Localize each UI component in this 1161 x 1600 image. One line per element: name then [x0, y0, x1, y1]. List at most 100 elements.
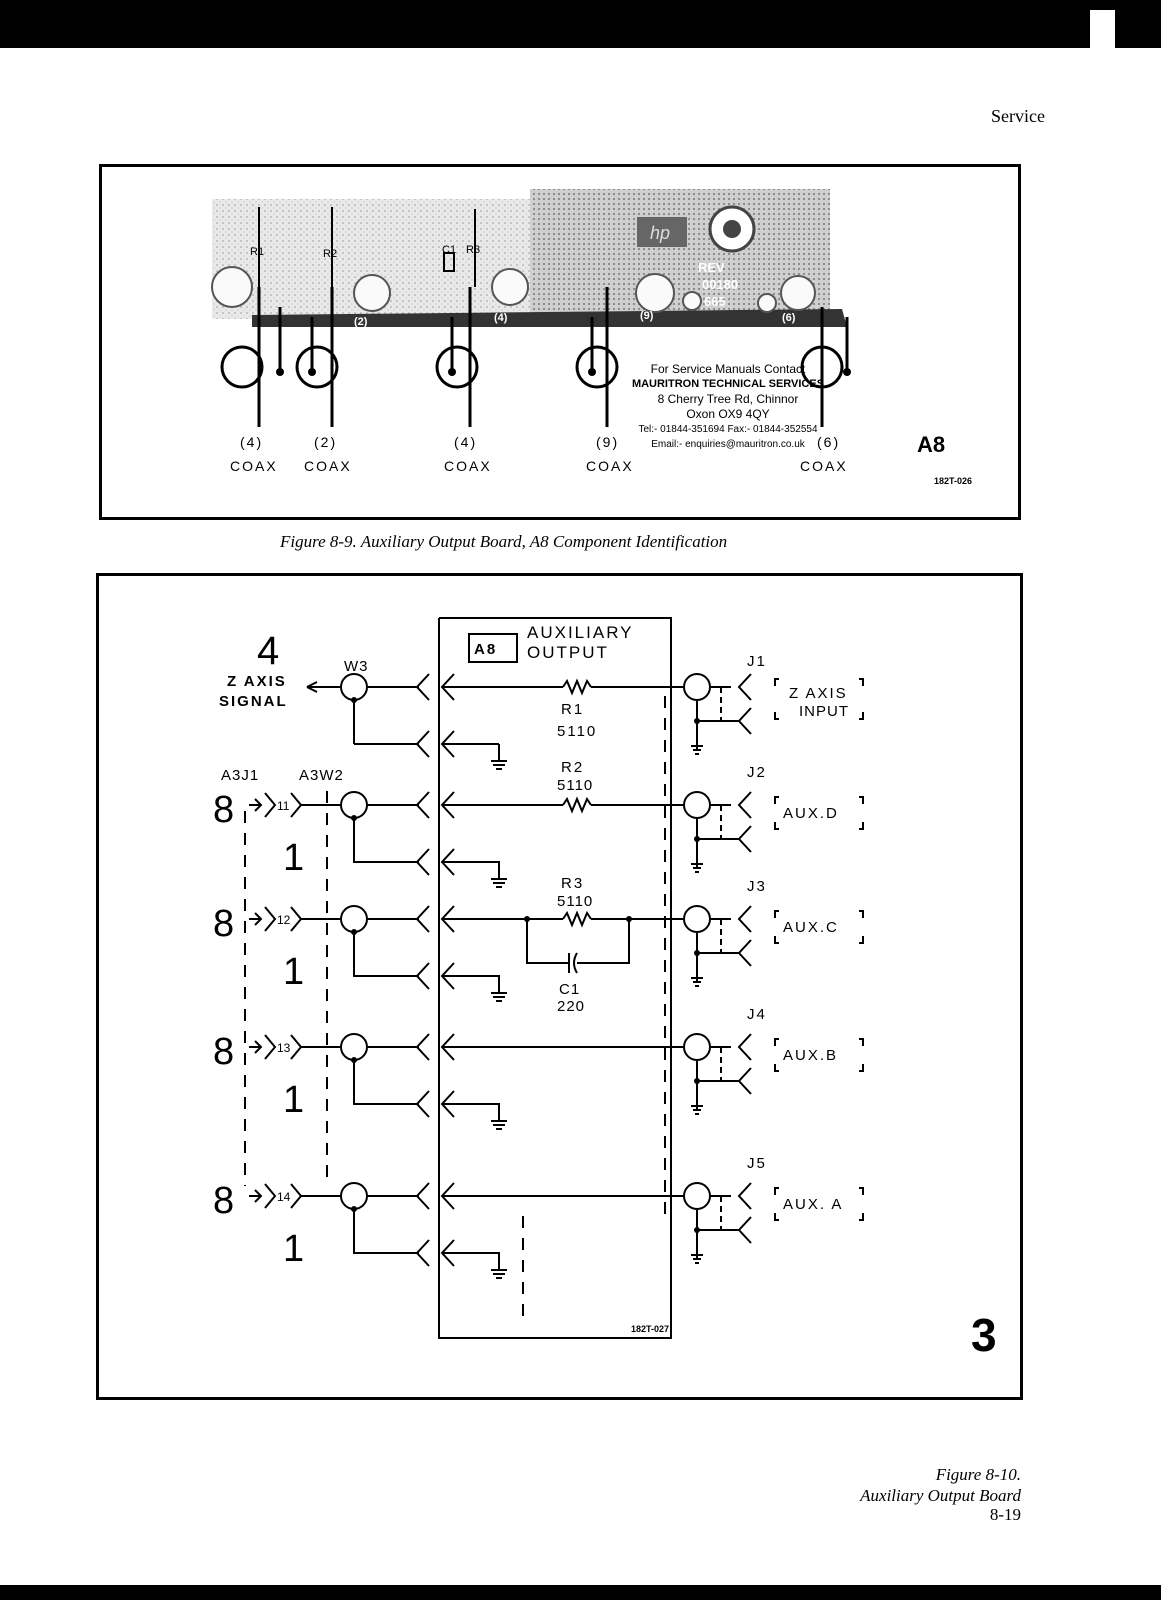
- caption-line: Figure 8-10.: [935, 1465, 1021, 1484]
- board-label: A8: [917, 432, 945, 457]
- figure-8-10-frame: A8 AUXILIARY OUTPUT 182T-027 3 4 W3 Z AX…: [96, 573, 1023, 1400]
- pad-circle: [635, 273, 675, 313]
- a3w2-label: A3W2: [299, 767, 344, 784]
- contact-stamp: For Service Manuals Contact MAURITRON TE…: [628, 362, 828, 452]
- c1-value: 220: [557, 998, 585, 1015]
- connector-number: (6): [817, 434, 840, 450]
- r3-value: 5110: [557, 893, 593, 910]
- board-photo: hp R1 R2 C1 R3 REV 00180 665 (2) (4) (9)…: [211, 189, 972, 486]
- schematic-big-number: 3: [971, 1309, 997, 1361]
- connector-number: (2): [314, 434, 337, 450]
- c1-ref: C1: [559, 981, 580, 998]
- pin-number: 13: [277, 1041, 291, 1055]
- aux-output-label: AUX.C: [783, 919, 839, 936]
- connector-type: COAX: [800, 458, 848, 474]
- pad-label: (6): [782, 312, 796, 324]
- coax-connectors: [220, 287, 849, 427]
- connector-type: COAX: [586, 458, 634, 474]
- aux-output-label: AUX. A: [783, 1196, 843, 1213]
- aux-row-wiring: [249, 1033, 864, 1130]
- c1-silk-label: C1: [442, 244, 456, 256]
- figure-code: 182T-026: [934, 476, 972, 486]
- figure-8-9-caption: Figure 8-9. Auxiliary Output Board, A8 C…: [280, 532, 728, 551]
- ground-trace: [252, 309, 847, 327]
- module-ref: A8: [474, 641, 497, 658]
- r2-value: 5110: [557, 777, 593, 794]
- rev-number-2: 665: [704, 294, 726, 309]
- caption-line: Auxiliary Output Board: [860, 1486, 1021, 1505]
- jack-label: J5: [747, 1155, 767, 1172]
- module-name-2: OUTPUT: [527, 643, 609, 662]
- figure-8-10-caption: Figure 8-10. Auxiliary Output Board: [860, 1464, 1021, 1506]
- rev-number-1: 00180: [702, 277, 738, 292]
- z-axis-input-1: Z AXIS: [789, 685, 848, 702]
- z-axis-label-1: Z AXIS: [227, 673, 287, 690]
- r3-silk-label: R3: [466, 244, 480, 256]
- schematic: A8 AUXILIARY OUTPUT 182T-027 3 4 W3 Z AX…: [213, 617, 997, 1361]
- r2-ref: R2: [561, 759, 584, 776]
- pad-circle: [491, 268, 529, 306]
- jack-label: J2: [747, 764, 767, 781]
- module-name-1: AUXILIARY: [527, 623, 634, 642]
- pin-marker: 8: [213, 789, 234, 831]
- board-area-right: [530, 189, 830, 319]
- stamp-line: 8 Cherry Tree Rd, Chinnor: [657, 392, 799, 406]
- rev-silk-label: REV: [698, 260, 725, 275]
- hp-logo-icon: hp: [650, 223, 670, 243]
- stamp-line: MAURITRON TECHNICAL SERVICES: [631, 378, 825, 390]
- r3-ref: R3: [561, 875, 584, 892]
- pin-marker: 8: [213, 1180, 234, 1222]
- connector-number: (4): [240, 434, 263, 450]
- r1-ref: R1: [561, 701, 584, 718]
- stamp-line: Tel:- 01844-351694 Fax:- 01844-352554: [638, 424, 818, 435]
- r1-silk-label: R1: [250, 246, 264, 258]
- component-bodies: [258, 207, 476, 287]
- z-axis-label-2: SIGNAL: [219, 693, 288, 710]
- pin-number: 12: [277, 913, 291, 927]
- connector-number: (9): [596, 434, 619, 450]
- stamp-line: For Service Manuals Contact: [650, 362, 806, 376]
- figure-8-9-frame: hp R1 R2 C1 R3 REV 00180 665 (2) (4) (9)…: [99, 164, 1021, 520]
- z-axis-input-2: INPUT: [799, 703, 849, 720]
- aux-row-wiring: [249, 1182, 864, 1279]
- pad-circle: [211, 266, 253, 308]
- w3-label: W3: [344, 658, 369, 675]
- sub-marker: 1: [283, 837, 304, 879]
- module-ref-box: [468, 633, 518, 663]
- pin-marker: 8: [213, 1031, 234, 1073]
- stamp-line: Oxon OX9 4QY: [686, 407, 770, 421]
- aux-output-label: AUX.D: [783, 805, 839, 822]
- j1-label: J1: [747, 653, 767, 670]
- pad-circle: [780, 275, 816, 311]
- z-axis-marker: 4: [257, 629, 279, 673]
- scan-bottom-border: [0, 1585, 1161, 1600]
- jack-label: J4: [747, 1006, 767, 1023]
- pin-number: 11: [277, 799, 290, 813]
- schematic-code: 182T-027: [631, 1324, 669, 1334]
- stamp-line: Email:- enquiries@mauritron.co.uk: [651, 439, 805, 450]
- pad-label: (4): [494, 312, 508, 324]
- pin-number: 14: [277, 1190, 291, 1204]
- pad-label: (2): [354, 316, 368, 328]
- scan-top-notch: [1090, 10, 1115, 50]
- r2-silk-label: R2: [323, 248, 337, 260]
- connector-type: COAX: [444, 458, 492, 474]
- aux-row-wiring: [249, 905, 864, 1002]
- scan-top-border: [0, 0, 1161, 48]
- sub-marker: 1: [283, 1079, 304, 1121]
- section-header: Service: [991, 106, 1045, 126]
- jack-label: J3: [747, 878, 767, 895]
- a3j1-label: A3J1: [221, 767, 259, 784]
- r1-value: 5110: [557, 723, 597, 740]
- connector-number: (4): [454, 434, 477, 450]
- pin-marker: 8: [213, 903, 234, 945]
- module-outline: [438, 617, 672, 1339]
- sub-marker: 1: [283, 1228, 304, 1270]
- aux-row-wiring: [249, 791, 864, 888]
- pad-circle: [353, 274, 391, 312]
- connector-type: COAX: [230, 458, 278, 474]
